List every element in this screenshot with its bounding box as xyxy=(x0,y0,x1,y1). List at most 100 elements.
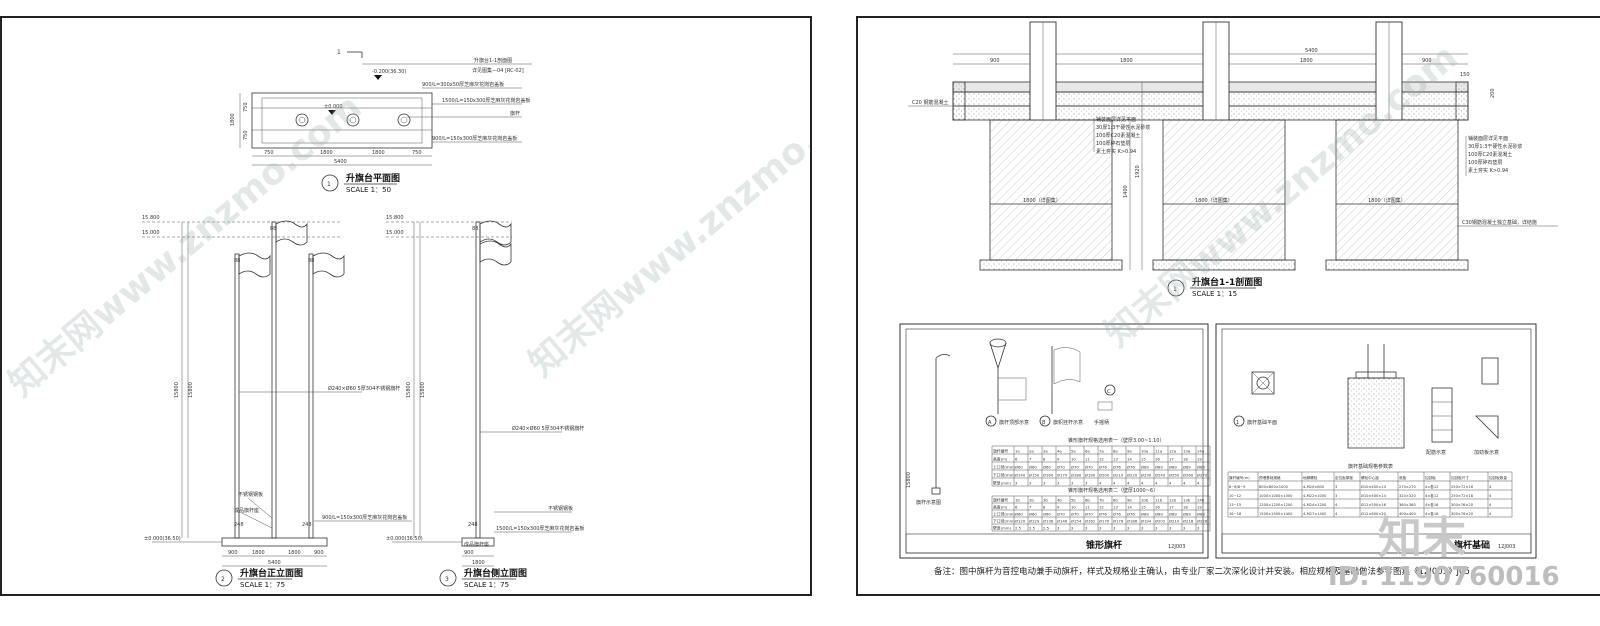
table-cell: 16 xyxy=(1155,457,1160,462)
table-cell: 4-M27×1400 xyxy=(1303,512,1327,516)
table-cell: 3b xyxy=(1043,498,1048,503)
table-cell: Ø60 xyxy=(1029,512,1037,517)
watermark: 知末网www.znzmo.com xyxy=(521,67,810,385)
plan-callouts: 升旗台1-1剖面图 详见图集—04 [RC-02] 900/L=300x50厚芝… xyxy=(362,57,532,143)
detail-a-table-title: 锥形旗杆规格选用表一（壁厚3.00~1.10） xyxy=(1068,437,1164,444)
side-pole xyxy=(475,221,481,539)
table-cell: Ø180 xyxy=(1071,473,1082,478)
table-cell: 10~12 xyxy=(1229,494,1241,498)
section-layer: 素土夯实 K>0.94 xyxy=(1468,167,1508,174)
table-cell: 4 xyxy=(1099,481,1102,486)
section-dim: 1800 xyxy=(1120,58,1133,64)
table-cell: 12a xyxy=(1169,449,1176,454)
plan-view: 1 -0.200(36.30) ±0.000 升旗台1-1剖面图 详见图集—04… xyxy=(230,49,532,194)
site-logo: 知末 xyxy=(1378,513,1466,564)
side-title: 升旗台侧立面图 xyxy=(464,567,527,579)
front-dim: 1800 xyxy=(288,550,301,556)
front-base-note: 900/L=150x300厚芝麻灰花岗岩盖板 xyxy=(322,514,407,521)
table-cell: 4 xyxy=(1113,481,1116,486)
detail-b-title: 旗杆基础 xyxy=(1454,539,1490,551)
side-dim: 900 xyxy=(464,550,474,556)
table-cell: 7a xyxy=(1099,449,1104,454)
table-cell: 11 xyxy=(1085,505,1090,510)
section-layer: 100厚C20素混凝土 xyxy=(1096,132,1140,139)
table-cell: 9b xyxy=(1127,498,1132,503)
table-cell: 10 xyxy=(1071,457,1076,462)
table-cell: 16~18 xyxy=(1229,512,1242,516)
detail-a-title: 锥形旗杆 xyxy=(1086,539,1122,551)
table-cell: 8 xyxy=(1043,457,1046,462)
front-flag-right xyxy=(312,252,345,278)
detail-b-sub: 旗杆基础平面 xyxy=(1247,419,1277,426)
front-dim: 900 xyxy=(228,550,238,556)
section-title: 升旗台1-1剖面图 xyxy=(1192,276,1262,288)
table-cell: 400×400 xyxy=(1399,512,1416,516)
table-cell: Ø190 xyxy=(1085,473,1096,478)
table-cell: 13b xyxy=(1183,498,1191,503)
table-cell: Ø200 xyxy=(1099,473,1110,478)
section-layer-callouts: 铺装面层详见平面 30厚1:3干硬性水泥砂浆 100厚C20素混凝土 100厚碎… xyxy=(1093,116,1522,176)
table-cell: 4 xyxy=(1489,485,1492,489)
table-cell: Ø70 xyxy=(1085,465,1093,470)
table-cell: 4 xyxy=(1197,481,1200,486)
plan-callout: 升旗台1-1剖面图 xyxy=(474,57,512,64)
table-cell: Ø89 xyxy=(1155,512,1163,517)
front-pole-right xyxy=(308,253,314,539)
table-cell: 15 xyxy=(1141,457,1146,462)
right-drawing-sheet: 5400 900 1800 1800 900 150 1800（详图集） 180… xyxy=(856,16,1600,596)
table-cell: Ø270 xyxy=(1197,473,1208,478)
plan-callout: 900/L=300x50厚芝麻灰花岗岩盖板 xyxy=(422,81,504,88)
table-cell: 11a xyxy=(1155,449,1162,454)
table-cell: 3 xyxy=(1155,526,1158,531)
table-cell: 10b xyxy=(1141,498,1149,503)
front-label: 88 xyxy=(234,258,240,264)
detail-a-code: 12J003 xyxy=(1168,544,1185,550)
plan-dim: 750 xyxy=(412,150,422,156)
table-cell: 17 xyxy=(1169,457,1174,462)
table-cell: 2.5 xyxy=(1043,526,1050,531)
plan-callout: 详见图集—04 [RC-02] xyxy=(472,67,524,74)
front-title-number: 2 xyxy=(221,576,225,583)
section-height: 200 xyxy=(1490,88,1496,98)
table-cell: Ø76 xyxy=(1113,465,1121,470)
table-cell: Ø70 xyxy=(1057,465,1065,470)
front-label: 88 xyxy=(308,258,314,264)
table-cell: Ø178 xyxy=(1113,519,1124,524)
detail-b-code: 12J003 xyxy=(1498,544,1515,550)
table-cell: 12 xyxy=(1099,457,1104,462)
front-level: 15.000 xyxy=(142,230,160,236)
section-footing xyxy=(1335,119,1459,261)
plan-dim: 1800 xyxy=(372,150,385,156)
section-dim: 150 xyxy=(1460,72,1470,78)
section-dim: 1800 xyxy=(1300,58,1313,64)
side-title-number: 3 xyxy=(445,576,449,583)
table-cell: 8b xyxy=(1113,498,1118,503)
table-cell: 10a xyxy=(1141,449,1148,454)
table-cell: Ø194 xyxy=(1141,519,1152,524)
side-pole-note: Ø240×Ø60 5厚304不锈钢旗杆 xyxy=(512,425,584,432)
table-cell: 1a xyxy=(1015,449,1020,454)
table-cell: 19 xyxy=(1197,505,1202,510)
table-cell: Ø60 xyxy=(1043,512,1051,517)
table-cell: 4 xyxy=(1127,481,1130,486)
side-flag xyxy=(479,240,512,266)
plan-pole-circle xyxy=(295,113,309,127)
plan-dim: 750 xyxy=(264,150,274,156)
table-header-cell: 地脚螺栓 xyxy=(1303,475,1318,480)
table-cell: Ø220 xyxy=(1127,473,1138,478)
table-row-head: 下口径(mm) xyxy=(993,519,1015,524)
table-cell: 360×360 xyxy=(1399,503,1416,507)
table-cell: 3 xyxy=(1183,526,1186,531)
table-cell: 4 xyxy=(1335,512,1338,516)
table-cell: 1200×1200×1200 xyxy=(1259,503,1293,507)
front-dim: 5400 xyxy=(268,560,281,566)
table-cell: 4×各12 xyxy=(1425,493,1438,498)
table-cell: 3 xyxy=(1085,526,1088,531)
table-cell: 13 xyxy=(1113,505,1118,510)
front-label: 248 xyxy=(302,522,312,528)
front-title: 升旗台正立面图 xyxy=(240,567,303,579)
table-cell: 4-M22×1000 xyxy=(1303,494,1327,498)
table-cell: Ø60 xyxy=(1029,465,1037,470)
front-flag-left xyxy=(238,252,271,278)
side-label: 不锈钢钢板 xyxy=(548,505,573,512)
